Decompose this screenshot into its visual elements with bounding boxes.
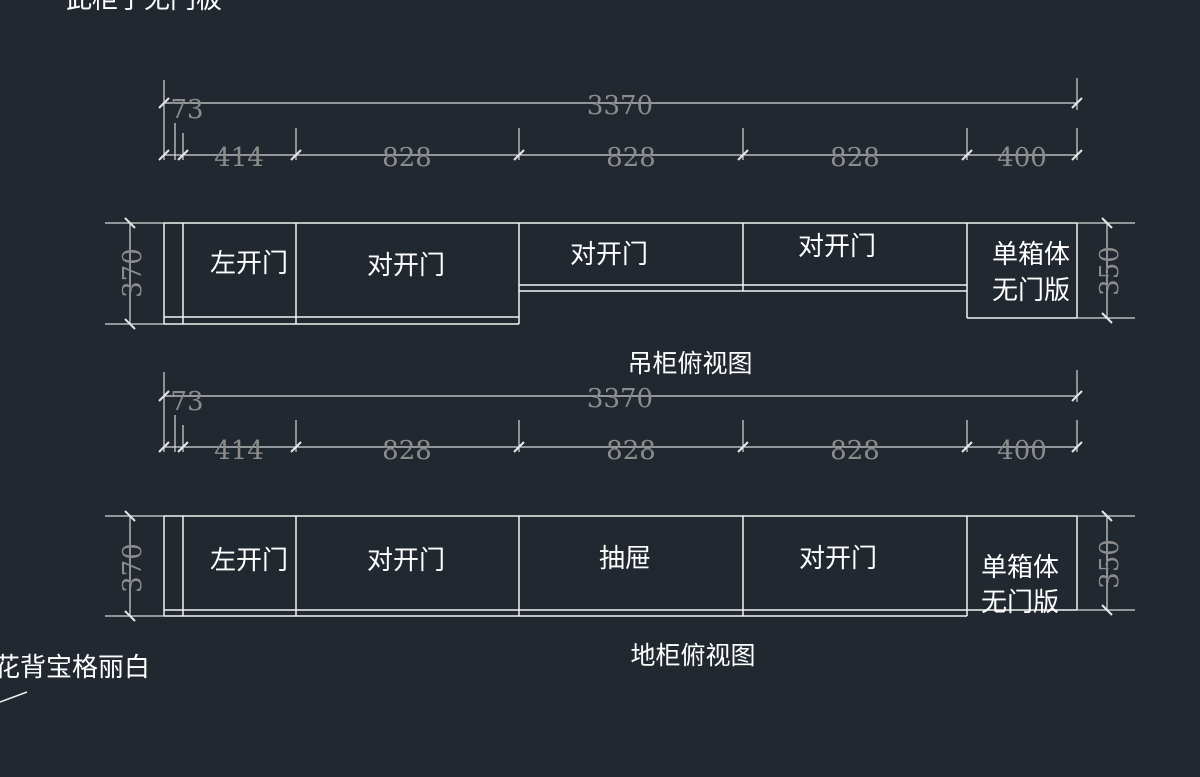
base-first-dim-label: 73 (170, 387, 203, 417)
base-depth-dimensions: 370 350 (105, 510, 1135, 622)
base-cabinet-outline (163, 515, 1078, 617)
upper-dim-label: 828 (830, 143, 880, 173)
leader-line (0, 691, 28, 703)
upper-cabinet-plan: 3370 73 414 828 828 828 400 (105, 78, 1135, 378)
base-dim-label: 828 (382, 436, 432, 466)
base-section-label: 左开门 (210, 546, 288, 576)
base-overall-dim-label: 3370 (587, 384, 653, 414)
base-overall-dimension: 3370 (158, 370, 1083, 452)
base-dim-label: 828 (606, 436, 656, 466)
upper-segment-dimensions: 73 414 828 828 828 400 (158, 95, 1083, 173)
upper-section-label: 左开门 (210, 249, 288, 279)
upper-cabinet-outline (163, 222, 1078, 325)
upper-overall-dim-label: 3370 (587, 91, 653, 121)
upper-section-label: 对开门 (570, 240, 648, 270)
bottom-note: 花背宝格丽白 (0, 653, 150, 683)
upper-view-title: 吊柜俯视图 (627, 349, 752, 378)
base-view-title: 地柜俯视图 (630, 641, 755, 670)
base-depth-left-label: 370 (118, 543, 148, 593)
base-section-label: 单箱体 (981, 553, 1059, 583)
base-section-label: 对开门 (367, 546, 445, 576)
base-segment-dimensions: 73 414 828 828 828 400 (158, 387, 1083, 466)
upper-first-dim-label: 73 (170, 95, 203, 125)
upper-dim-label: 400 (997, 143, 1047, 173)
upper-dim-label: 828 (606, 143, 656, 173)
base-dim-label: 414 (214, 436, 264, 466)
base-section-label: 抽屉 (599, 544, 651, 574)
upper-dim-label: 828 (382, 143, 432, 173)
upper-section-label: 无门版 (992, 276, 1070, 306)
upper-depth-right-label: 350 (1095, 246, 1125, 296)
upper-section-label: 对开门 (367, 251, 445, 281)
material-note: 花背宝格丽白 (0, 653, 150, 703)
upper-section-label: 对开门 (798, 232, 876, 262)
upper-overall-dimension: 3370 (158, 78, 1083, 160)
base-section-label: 对开门 (799, 544, 877, 574)
upper-depth-dimensions: 370 350 (105, 217, 1135, 330)
upper-section-label: 单箱体 (992, 240, 1070, 270)
base-section-label: 无门版 (981, 588, 1059, 618)
base-cabinet-plan: 3370 73 414 828 828 828 400 (105, 370, 1135, 670)
base-depth-right-label: 350 (1095, 539, 1125, 589)
upper-dim-label: 414 (214, 143, 264, 173)
top-note: 此柜子无门板 (66, 0, 222, 15)
base-dim-label: 400 (997, 436, 1047, 466)
upper-depth-left-label: 370 (118, 248, 148, 298)
base-dim-label: 828 (830, 436, 880, 466)
